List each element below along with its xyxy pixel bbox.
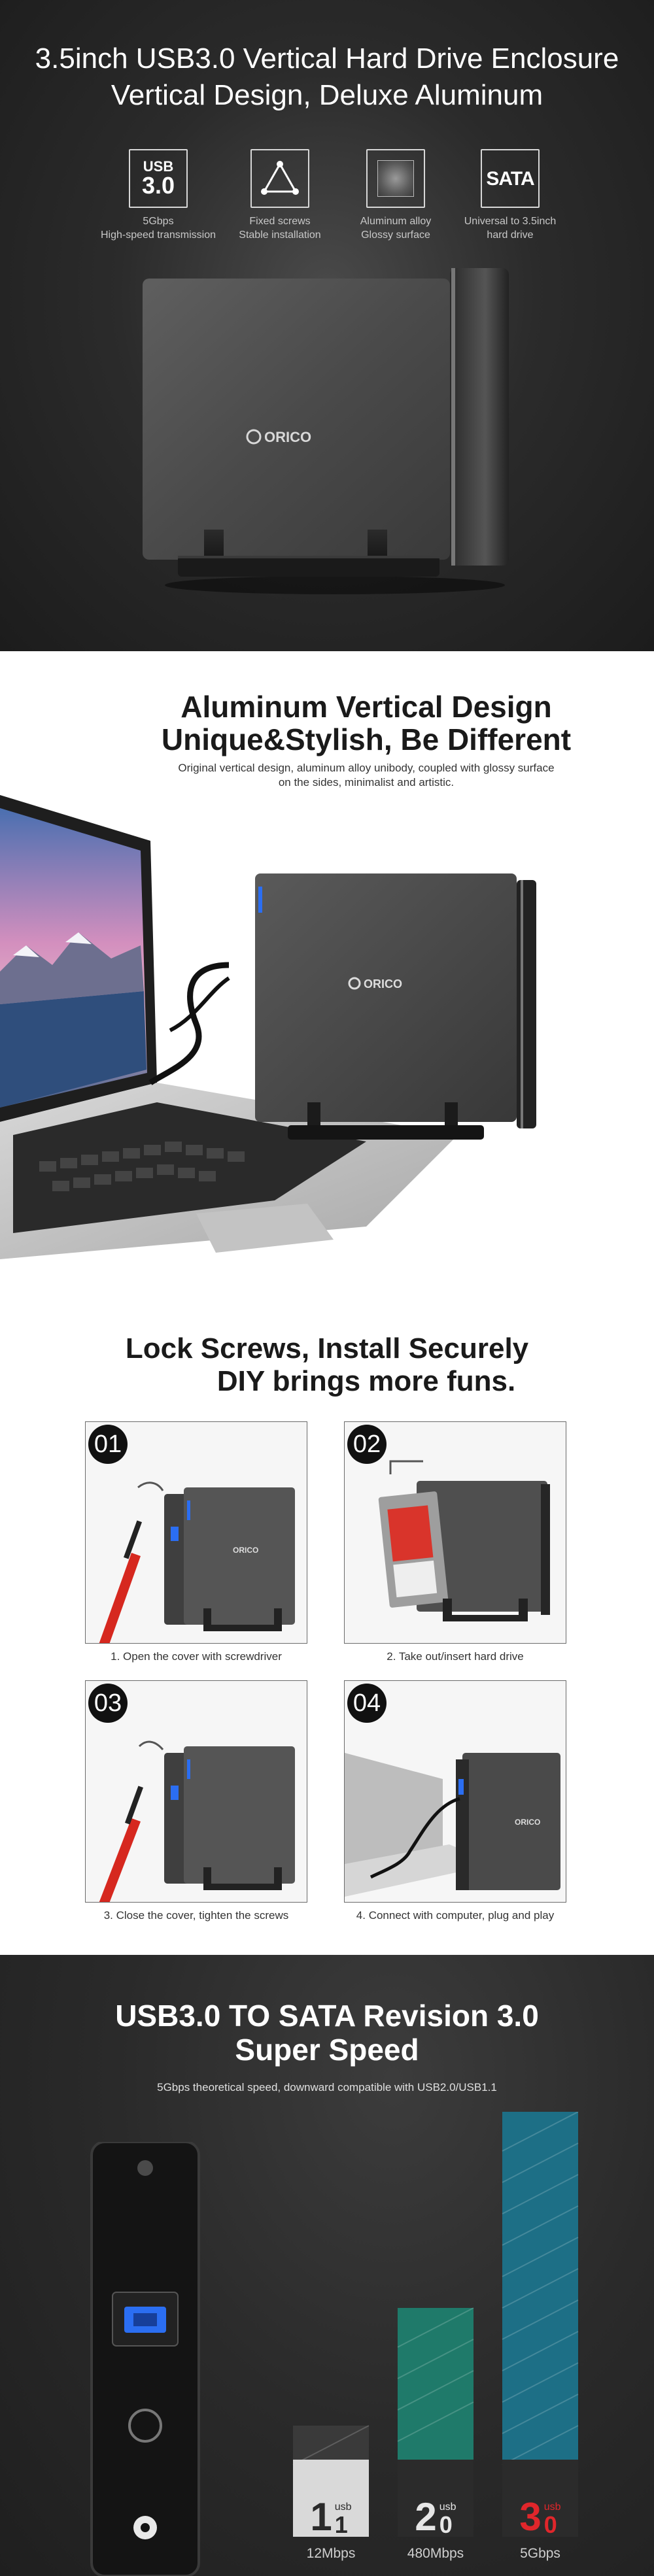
- bar-label-usb30: 5Gbps: [520, 2546, 560, 2561]
- hero-title-line1: 3.5inch USB3.0 Vertical Hard Drive Enclo…: [35, 42, 619, 75]
- speed-title-line1: USB3.0 TO SATA Revision 3.0: [115, 1999, 539, 2033]
- step-4-illustration: ORICO: [345, 1753, 560, 1897]
- svg-text:ORICO: ORICO: [515, 1818, 540, 1827]
- usb-1-1-minor: 1: [334, 2511, 348, 2538]
- install-section: Lock Screws, Install Securely DIY brings…: [0, 1321, 654, 1955]
- feature-line2: hard drive: [487, 229, 534, 241]
- hero-section: 3.5inch USB3.0 Vertical Hard Drive Enclo…: [0, 0, 654, 651]
- brand-logo: ORICO: [364, 977, 402, 991]
- usb-2-0-minor: 0: [439, 2511, 453, 2538]
- design-subtitle-line2: on the sides, minimalist and artistic.: [278, 776, 455, 788]
- usb-3-badge-icon: USB 3.0: [129, 149, 188, 208]
- step-2-panel: 02: [344, 1421, 566, 1644]
- speed-comparison-chart: [292, 2112, 579, 2537]
- usb-3-0-word: usb: [543, 2501, 561, 2513]
- step-2-number: 02: [347, 1425, 387, 1464]
- usb-2-0-word: usb: [439, 2501, 456, 2513]
- usb-3-0-minor: 0: [543, 2511, 557, 2538]
- aluminum-square-icon: [366, 149, 425, 208]
- design-subtitle-line1: Original vertical design, aluminum alloy…: [178, 762, 555, 774]
- usb-1-1-major: 1: [310, 2495, 332, 2539]
- usb-1-1-badge: 1 usb 1: [293, 2460, 369, 2537]
- feature-usb3: USB 3.0 5Gbps High-speed transmission: [93, 149, 224, 242]
- step-1-panel: ORICO 01: [85, 1421, 307, 1644]
- speed-title-line2: Super Speed: [235, 2033, 419, 2067]
- design-section: Aluminum Vertical Design Unique&Stylish,…: [0, 651, 654, 1321]
- design-title-line1: Aluminum Vertical Design: [181, 690, 552, 724]
- step-2-illustration: [378, 1460, 550, 1621]
- hdd-enclosure-image: ORICO: [143, 268, 509, 594]
- step-3-illustration: [99, 1740, 295, 1902]
- install-title-line2: DIY brings more funs.: [216, 1365, 516, 1397]
- step-4-caption: 4. Connect with computer, plug and play: [356, 1909, 555, 1922]
- step-1-number: 01: [88, 1425, 128, 1464]
- step-1-illustration: ORICO: [99, 1482, 295, 1643]
- feature-line1: Universal to 3.5inch: [464, 216, 557, 227]
- enclosure-back-panel-image: [90, 2142, 200, 2576]
- feature-line1: Fixed screws: [249, 216, 311, 227]
- feature-sata: SATA Universal to 3.5inch hard drive: [445, 149, 576, 242]
- step-3-number: 03: [88, 1684, 128, 1723]
- step-4-number: 04: [347, 1684, 387, 1723]
- design-title-line2: Unique&Stylish, Be Different: [161, 722, 572, 756]
- speed-bar-3: [502, 2112, 579, 2537]
- hero-title-line2: Vertical Design, Deluxe Aluminum: [111, 79, 543, 111]
- usb-badge-background: [293, 2460, 369, 2537]
- step-3-panel: 03: [85, 1680, 307, 1903]
- install-title-line1: Lock Screws, Install Securely: [125, 1332, 529, 1364]
- step-1-caption: 1. Open the cover with screwdriver: [111, 1650, 282, 1663]
- speed-bar-2: [397, 2307, 474, 2537]
- feature-line2: Glossy surface: [361, 229, 430, 241]
- usb-2-0-major: 2: [415, 2495, 437, 2539]
- step-3-caption: 3. Close the cover, tighten the screws: [103, 1909, 289, 1922]
- usb-1-1-word: usb: [334, 2501, 352, 2513]
- svg-text:ORICO: ORICO: [233, 1546, 258, 1555]
- usb-badge-background: [398, 2460, 473, 2537]
- brand-logo: ORICO: [264, 429, 311, 445]
- laptop-with-enclosure-image: ORICO: [0, 795, 536, 1259]
- feature-line1: Aluminum alloy: [360, 216, 432, 227]
- speed-subtitle: 5Gbps theoretical speed, downward compat…: [157, 2081, 497, 2093]
- speed-bar-1: [292, 2425, 370, 2537]
- sata-badge-icon: SATA: [481, 149, 540, 208]
- step-4-panel: ORICO 04: [344, 1680, 566, 1903]
- usb-3-0-badge: 3 usb 0: [502, 2460, 578, 2537]
- speed-section: USB3.0 TO SATA Revision 3.0 Super Speed …: [0, 1955, 654, 2576]
- bar-label-usb11: 12Mbps: [306, 2546, 356, 2561]
- feature-line1: 5Gbps: [143, 216, 174, 227]
- bar-label-usb20: 480Mbps: [407, 2546, 464, 2561]
- triangle-screws-icon: [250, 149, 309, 208]
- step-2-caption: 2. Take out/insert hard drive: [387, 1650, 524, 1663]
- usb-2-0-badge: 2 usb 0: [398, 2460, 473, 2537]
- feature-fixed-screws: Fixed screws Stable installation: [215, 149, 345, 242]
- feature-line2: Stable installation: [239, 229, 321, 241]
- usb-badge-background: [502, 2460, 578, 2537]
- usb-3-0-major: 3: [519, 2495, 542, 2539]
- feature-line2: High-speed transmission: [100, 229, 216, 241]
- feature-aluminum: Aluminum alloy Glossy surface: [330, 149, 461, 242]
